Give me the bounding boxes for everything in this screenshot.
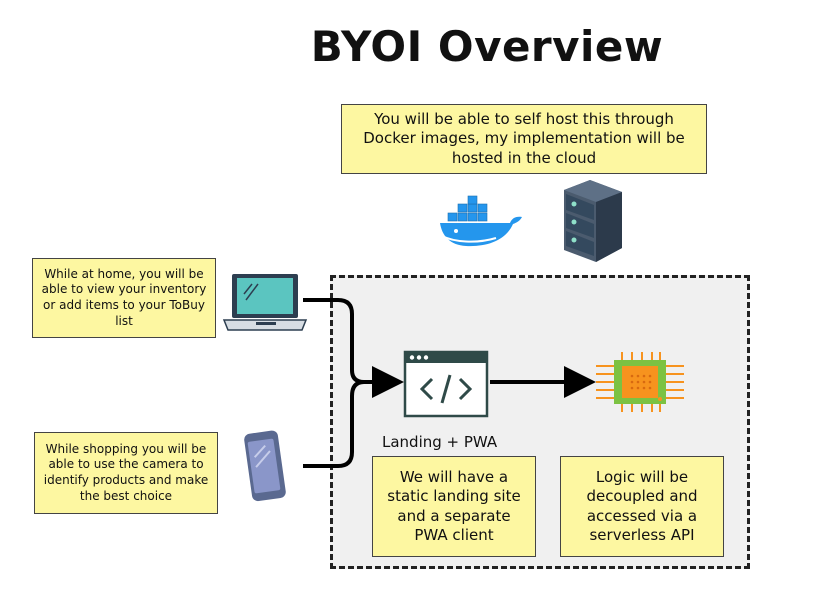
docker-icon: [440, 195, 522, 247]
shopping-note-text: While shopping you will be able to use t…: [43, 441, 209, 503]
laptop-connector: [303, 298, 404, 398]
landing-note-text: We will have a static landing site and a…: [387, 467, 521, 545]
phone-connector: [303, 380, 365, 468]
phone-icon: [244, 430, 286, 502]
shopping-note: While shopping you will be able to use t…: [34, 432, 218, 514]
laptop-icon: [222, 274, 308, 331]
home-note: While at home, you will be able to view …: [32, 258, 216, 338]
code-window-icon: [403, 350, 489, 418]
diagram-title: BYOI Overview: [310, 22, 664, 71]
hosting-note-text: You will be able to self host this throu…: [363, 109, 685, 167]
server-icon: [564, 180, 622, 262]
hosting-note: You will be able to self host this throu…: [341, 104, 707, 174]
logic-note-text: Logic will be decoupled and accessed via…: [586, 467, 698, 545]
landing-note: We will have a static landing site and a…: [372, 456, 536, 557]
cpu-chip-icon: [596, 352, 684, 412]
logic-note: Logic will be decoupled and accessed via…: [560, 456, 724, 557]
landing-pwa-label: Landing + PWA: [382, 433, 498, 451]
home-note-text: While at home, you will be able to view …: [41, 266, 207, 328]
